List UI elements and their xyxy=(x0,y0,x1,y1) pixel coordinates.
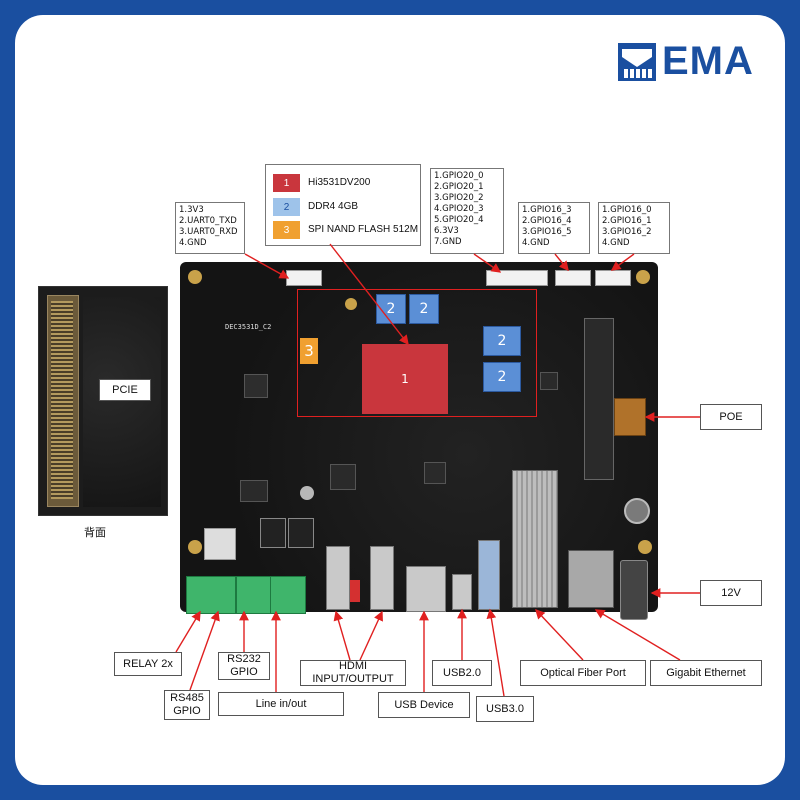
relay-component xyxy=(288,518,314,548)
rj45-port xyxy=(568,550,614,608)
usb2-label: USB2.0 xyxy=(432,660,492,686)
mount-hole xyxy=(638,540,652,554)
logo-text: EMA xyxy=(662,39,754,83)
sfp-cage xyxy=(512,470,558,608)
hdmi-port xyxy=(370,546,394,610)
relay-component xyxy=(260,518,286,548)
gbe-label: Gigabit Ethernet xyxy=(650,660,762,686)
usb3-port xyxy=(478,540,500,610)
gpio16a-pinout: 1.GPIO16_3 2.GPIO16_4 3.GPIO16_5 4.GND xyxy=(518,202,590,254)
legend-text-3: SPI NAND FLASH 512M xyxy=(308,224,419,235)
usb-device-label: USB Device xyxy=(378,692,470,718)
dc-jack xyxy=(620,560,648,620)
board-silkscreen: DEC3531D_C2 xyxy=(225,323,272,331)
hdmi-port xyxy=(326,546,350,610)
highlight-region xyxy=(297,289,537,417)
usb-device-port xyxy=(406,566,446,612)
flash-chip: 3 xyxy=(300,338,318,364)
poe-module xyxy=(584,318,614,480)
legend-swatch-3: 3 xyxy=(273,221,300,239)
ddr-chip: 2 xyxy=(483,362,521,392)
gpio16a-header xyxy=(555,270,591,286)
usb3-label: USB3.0 xyxy=(476,696,534,722)
uart-pinout: 1.3V3 2.UART0_TXD 3.UART0_RXD 4.GND xyxy=(175,202,245,254)
hdmi-label: HDMI INPUT/OUTPUT xyxy=(300,660,406,686)
mount-hole xyxy=(188,270,202,284)
brand-logo: EMA xyxy=(618,39,753,83)
gpio16b-header xyxy=(595,270,631,286)
mount-hole xyxy=(636,270,650,284)
poe-transformer xyxy=(614,398,646,436)
gpio20-pinout: 1.GPIO20_0 2.GPIO20_1 3.GPIO20_2 4.GPIO2… xyxy=(430,168,504,254)
legend-text-1: Hi3531DV200 xyxy=(308,177,371,188)
gpio20-header xyxy=(486,270,548,286)
legend-text-2: DDR4 4GB xyxy=(308,201,359,212)
poe-label: POE xyxy=(700,404,762,430)
terminal-block xyxy=(236,576,272,614)
logo-icon xyxy=(618,43,656,81)
ddr-chip: 2 xyxy=(483,326,521,356)
ddr-chip: 2 xyxy=(409,294,439,324)
relay-label: RELAY 2x xyxy=(114,652,182,676)
terminal-block xyxy=(270,576,306,614)
chip-legend: 1 Hi3531DV200 2 DDR4 4GB 3 SPI NAND FLAS… xyxy=(265,164,421,246)
pcb-back-image: PCIE xyxy=(38,286,168,516)
usb2-port xyxy=(452,574,472,610)
terminal-block xyxy=(186,576,236,614)
soc-chip: 1 xyxy=(362,344,448,414)
pcie-label: PCIE xyxy=(99,379,151,401)
rs232-label: RS232 GPIO xyxy=(218,652,270,680)
fiber-label: Optical Fiber Port xyxy=(520,660,646,686)
gpio16b-pinout: 1.GPIO16_0 2.GPIO16_1 3.GPIO16_2 4.GND xyxy=(598,202,670,254)
mount-hole xyxy=(188,540,202,554)
legend-swatch-1: 1 xyxy=(273,174,300,192)
uart-header xyxy=(286,270,322,286)
back-caption: 背面 xyxy=(84,526,106,539)
rs485-label: RS485 GPIO xyxy=(164,690,210,720)
line-label: Line in/out xyxy=(218,692,344,716)
legend-swatch-2: 2 xyxy=(273,198,300,216)
12v-label: 12V xyxy=(700,580,762,606)
